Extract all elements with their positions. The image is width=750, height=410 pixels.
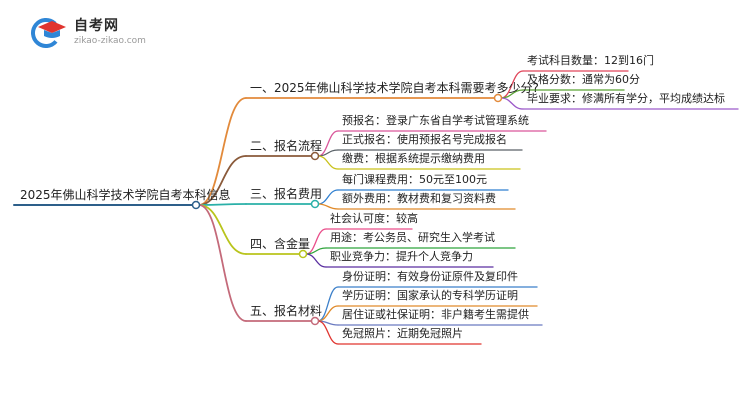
site-logo[interactable]: 自考网 zikao-zikao.com — [30, 14, 180, 50]
root-node: 2025年佛山科学技术学院自考本科信息 — [20, 188, 231, 202]
branch-dot — [310, 316, 320, 326]
leaf-node: 额外费用：教材费和复习资料费 — [342, 192, 496, 205]
leaf-connector — [500, 97, 524, 110]
leaf-node: 居住证或社保证明：非户籍考生需提供 — [342, 308, 529, 321]
leaf-node: 免冠照片：近期免冠照片 — [342, 327, 463, 340]
leaf-connector — [317, 286, 339, 322]
leaf-node: 身份证明：有效身份证原件及复印件 — [342, 270, 518, 283]
branch-connector — [198, 204, 247, 255]
leaf-node: 正式报名：使用预报名号完成报名 — [342, 133, 507, 146]
branch-dot — [298, 249, 308, 259]
leaf-node: 毕业要求：修满所有学分，平均成绩达标 — [527, 92, 725, 105]
branch-dot — [310, 199, 320, 209]
logo-title: 自考网 — [74, 18, 119, 34]
leaf-connector — [317, 203, 339, 210]
leaf-node: 学历证明：国家承认的专科学历证明 — [342, 289, 518, 302]
leaf-node: 用途：考公务员、研究生入学考试 — [330, 231, 495, 244]
branch-connector — [198, 203, 247, 206]
branch-dot — [493, 93, 503, 103]
leaf-node: 及格分数：通常为60分 — [527, 73, 640, 86]
leaf-node: 缴费：根据系统提示缴纳费用 — [342, 152, 485, 165]
graduation-cap-icon — [31, 18, 66, 48]
leaf-connector — [317, 155, 339, 170]
leaf-node: 职业竞争力：提升个人竞争力 — [330, 250, 473, 263]
branch-node: 二、报名流程 — [250, 139, 323, 153]
leaf-connector — [305, 253, 327, 268]
logo-url: zikao-zikao.com — [74, 36, 146, 46]
branch-node: 四、含金量 — [250, 237, 311, 251]
branch-connector — [198, 204, 247, 322]
branch-node: 三、报名费用 — [250, 187, 323, 201]
branch-node: 一、2025年佛山科学技术学院自考本科需要考多少分? — [250, 81, 539, 95]
leaf-node: 每门课程费用：50元至100元 — [342, 173, 487, 186]
leaf-node: 社会认可度：较高 — [330, 212, 418, 225]
leaf-node: 考试科目数量：12到16门 — [527, 54, 654, 67]
branch-node: 五、报名材料 — [250, 304, 323, 318]
branch-connector — [198, 97, 247, 206]
branch-dot — [310, 151, 320, 161]
leaf-node: 预报名：登录广东省自学考试管理系统 — [342, 114, 529, 127]
root-dot — [191, 200, 201, 210]
leaf-connector — [317, 320, 339, 345]
branch-connector — [198, 155, 247, 206]
